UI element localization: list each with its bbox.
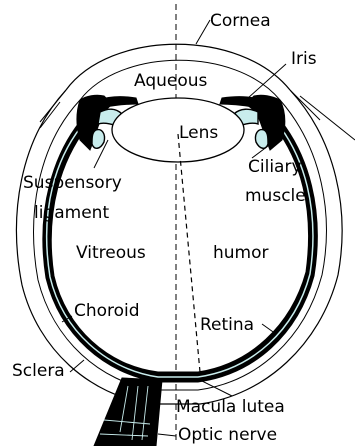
label-iris: Iris (291, 49, 317, 69)
label-aqueous: Aqueous (134, 71, 208, 91)
label-ciliary-line1: Ciliary (248, 157, 302, 177)
label-suspensory-line2: ligament (34, 203, 109, 223)
label-vitreous: Vitreous (76, 243, 146, 263)
iris-left (98, 97, 138, 108)
eyelid-upper-right (290, 90, 320, 120)
pointer-retina (262, 324, 276, 334)
label-ciliary-line2: muscle (245, 186, 306, 206)
eyelid-edge-right (300, 96, 355, 140)
lens (112, 98, 244, 162)
pointer-cornea (196, 20, 210, 44)
pointer-optic (158, 434, 176, 436)
label-choroid: Choroid (74, 301, 140, 321)
pointer-macula (200, 380, 232, 396)
eyelid-edge-left (40, 102, 60, 128)
ciliary-patch-right (255, 130, 268, 149)
label-macula-lutea: Macula lutea (176, 397, 285, 417)
label-sclera: Sclera (12, 361, 65, 381)
pointer-sclera (70, 360, 84, 372)
iris-right (220, 97, 262, 108)
label-lens: Lens (179, 123, 218, 143)
label-optic-nerve: Optic nerve (178, 425, 277, 445)
label-cornea: Cornea (210, 11, 271, 31)
ciliary-patch-left (92, 130, 105, 149)
label-humor: humor (213, 243, 269, 263)
label-suspensory-line1: Suspensory (23, 173, 122, 193)
eyelid-upper-left (40, 90, 66, 122)
visual-axis (178, 134, 200, 372)
label-retina: Retina (200, 315, 254, 335)
